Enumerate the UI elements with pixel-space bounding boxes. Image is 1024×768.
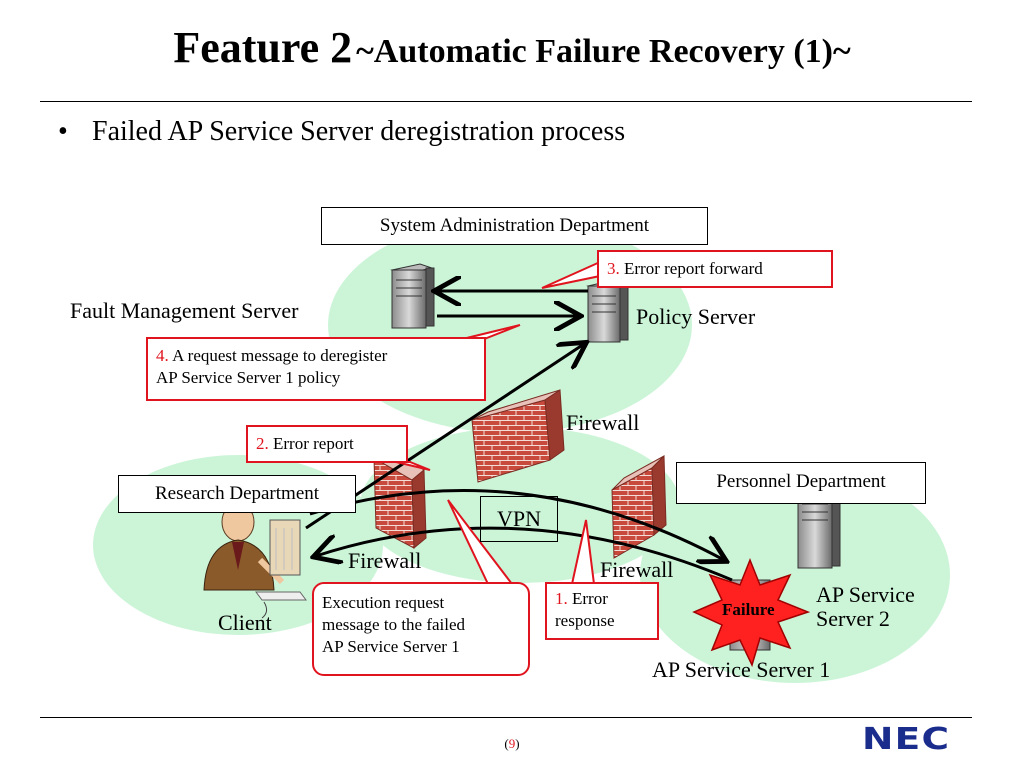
vpn-zone: [360, 427, 680, 583]
personnel-zone: [640, 467, 950, 683]
nec-logo: NEC: [862, 722, 951, 757]
fault-management-server-label: Fault Management Server: [70, 298, 299, 323]
callout-step-2-text: Error report: [273, 434, 354, 453]
firewall-left-label: Firewall: [348, 548, 422, 573]
page-number: (9): [0, 736, 1024, 752]
callout-step-4-line2: AP Service Server 1 policy: [156, 368, 341, 387]
arrow-execution-request: [309, 488, 724, 560]
callout-execution-line1: Execution request: [322, 593, 445, 612]
callout-step-1-line2: response: [555, 611, 615, 630]
personnel-dept-label: Personnel Department: [676, 462, 926, 504]
ap-service-server-2-line2: Server 2: [816, 606, 890, 631]
bullet-item: • Failed AP Service Server deregistration…: [58, 116, 625, 148]
system-admin-dept-label: System Administration Department: [321, 207, 708, 245]
vpn-label: VPN: [480, 496, 558, 542]
ap-service-server-2-line1: AP Service: [816, 582, 915, 607]
callout-execution-request: Execution request message to the failed …: [312, 582, 530, 676]
bullet-marker: •: [58, 116, 68, 147]
client-label: Client: [218, 610, 272, 635]
page-number-value: 9: [508, 736, 516, 751]
bullet-text: Failed AP Service Server deregistration …: [92, 116, 626, 147]
callout-step-4-number: 4.: [156, 346, 169, 365]
firewall-right-icon: [611, 454, 667, 559]
fault-management-server-icon: [390, 263, 435, 329]
title-main: Feature 2: [173, 23, 353, 72]
callout-step-3-number: 3.: [607, 259, 620, 278]
failure-burst: [692, 557, 811, 668]
arrow-error-response: [316, 526, 733, 582]
footer-divider: [40, 717, 972, 718]
policy-server-label: Policy Server: [636, 304, 756, 329]
callout-step-3: 3. Error report forward: [597, 250, 833, 288]
firewall-top-icon: [471, 389, 565, 483]
page-number-close: ): [515, 736, 520, 751]
callout-step-1: 1. Error response: [545, 582, 659, 640]
client-person-icon: [203, 502, 307, 619]
callout-step-2: 2. Error report: [246, 425, 408, 463]
callout-step-4: 4. A request message to deregister AP Se…: [146, 337, 486, 401]
callout-step-4-line1: A request message to deregister: [172, 346, 388, 365]
callout-step-3-text: Error report forward: [624, 259, 763, 278]
failure-label: Failure: [722, 600, 775, 619]
policy-server-icon: [586, 279, 629, 343]
callout-execution-line3: AP Service Server 1: [322, 637, 460, 656]
callout-step-1-number: 1.: [555, 589, 568, 608]
research-dept-label: Research Department: [118, 475, 356, 513]
callout-step-1-line1: Error: [572, 589, 608, 608]
firewall-top-label: Firewall: [566, 410, 640, 435]
title-sub: ~Automatic Failure Recovery (1)~: [356, 33, 851, 70]
ap-service-server-1-label: AP Service Server 1: [652, 657, 831, 682]
title-divider: [40, 101, 972, 102]
ap-service-server-2-label: AP Service Server 2: [816, 583, 915, 631]
callout-execution-line2: message to the failed: [322, 615, 466, 634]
firewall-right-label: Firewall: [600, 557, 674, 582]
page-title: Feature 2 ~Automatic Failure Recovery (1…: [0, 22, 1024, 73]
callout-step-2-number: 2.: [256, 434, 269, 453]
page-number-open: (: [504, 736, 509, 751]
